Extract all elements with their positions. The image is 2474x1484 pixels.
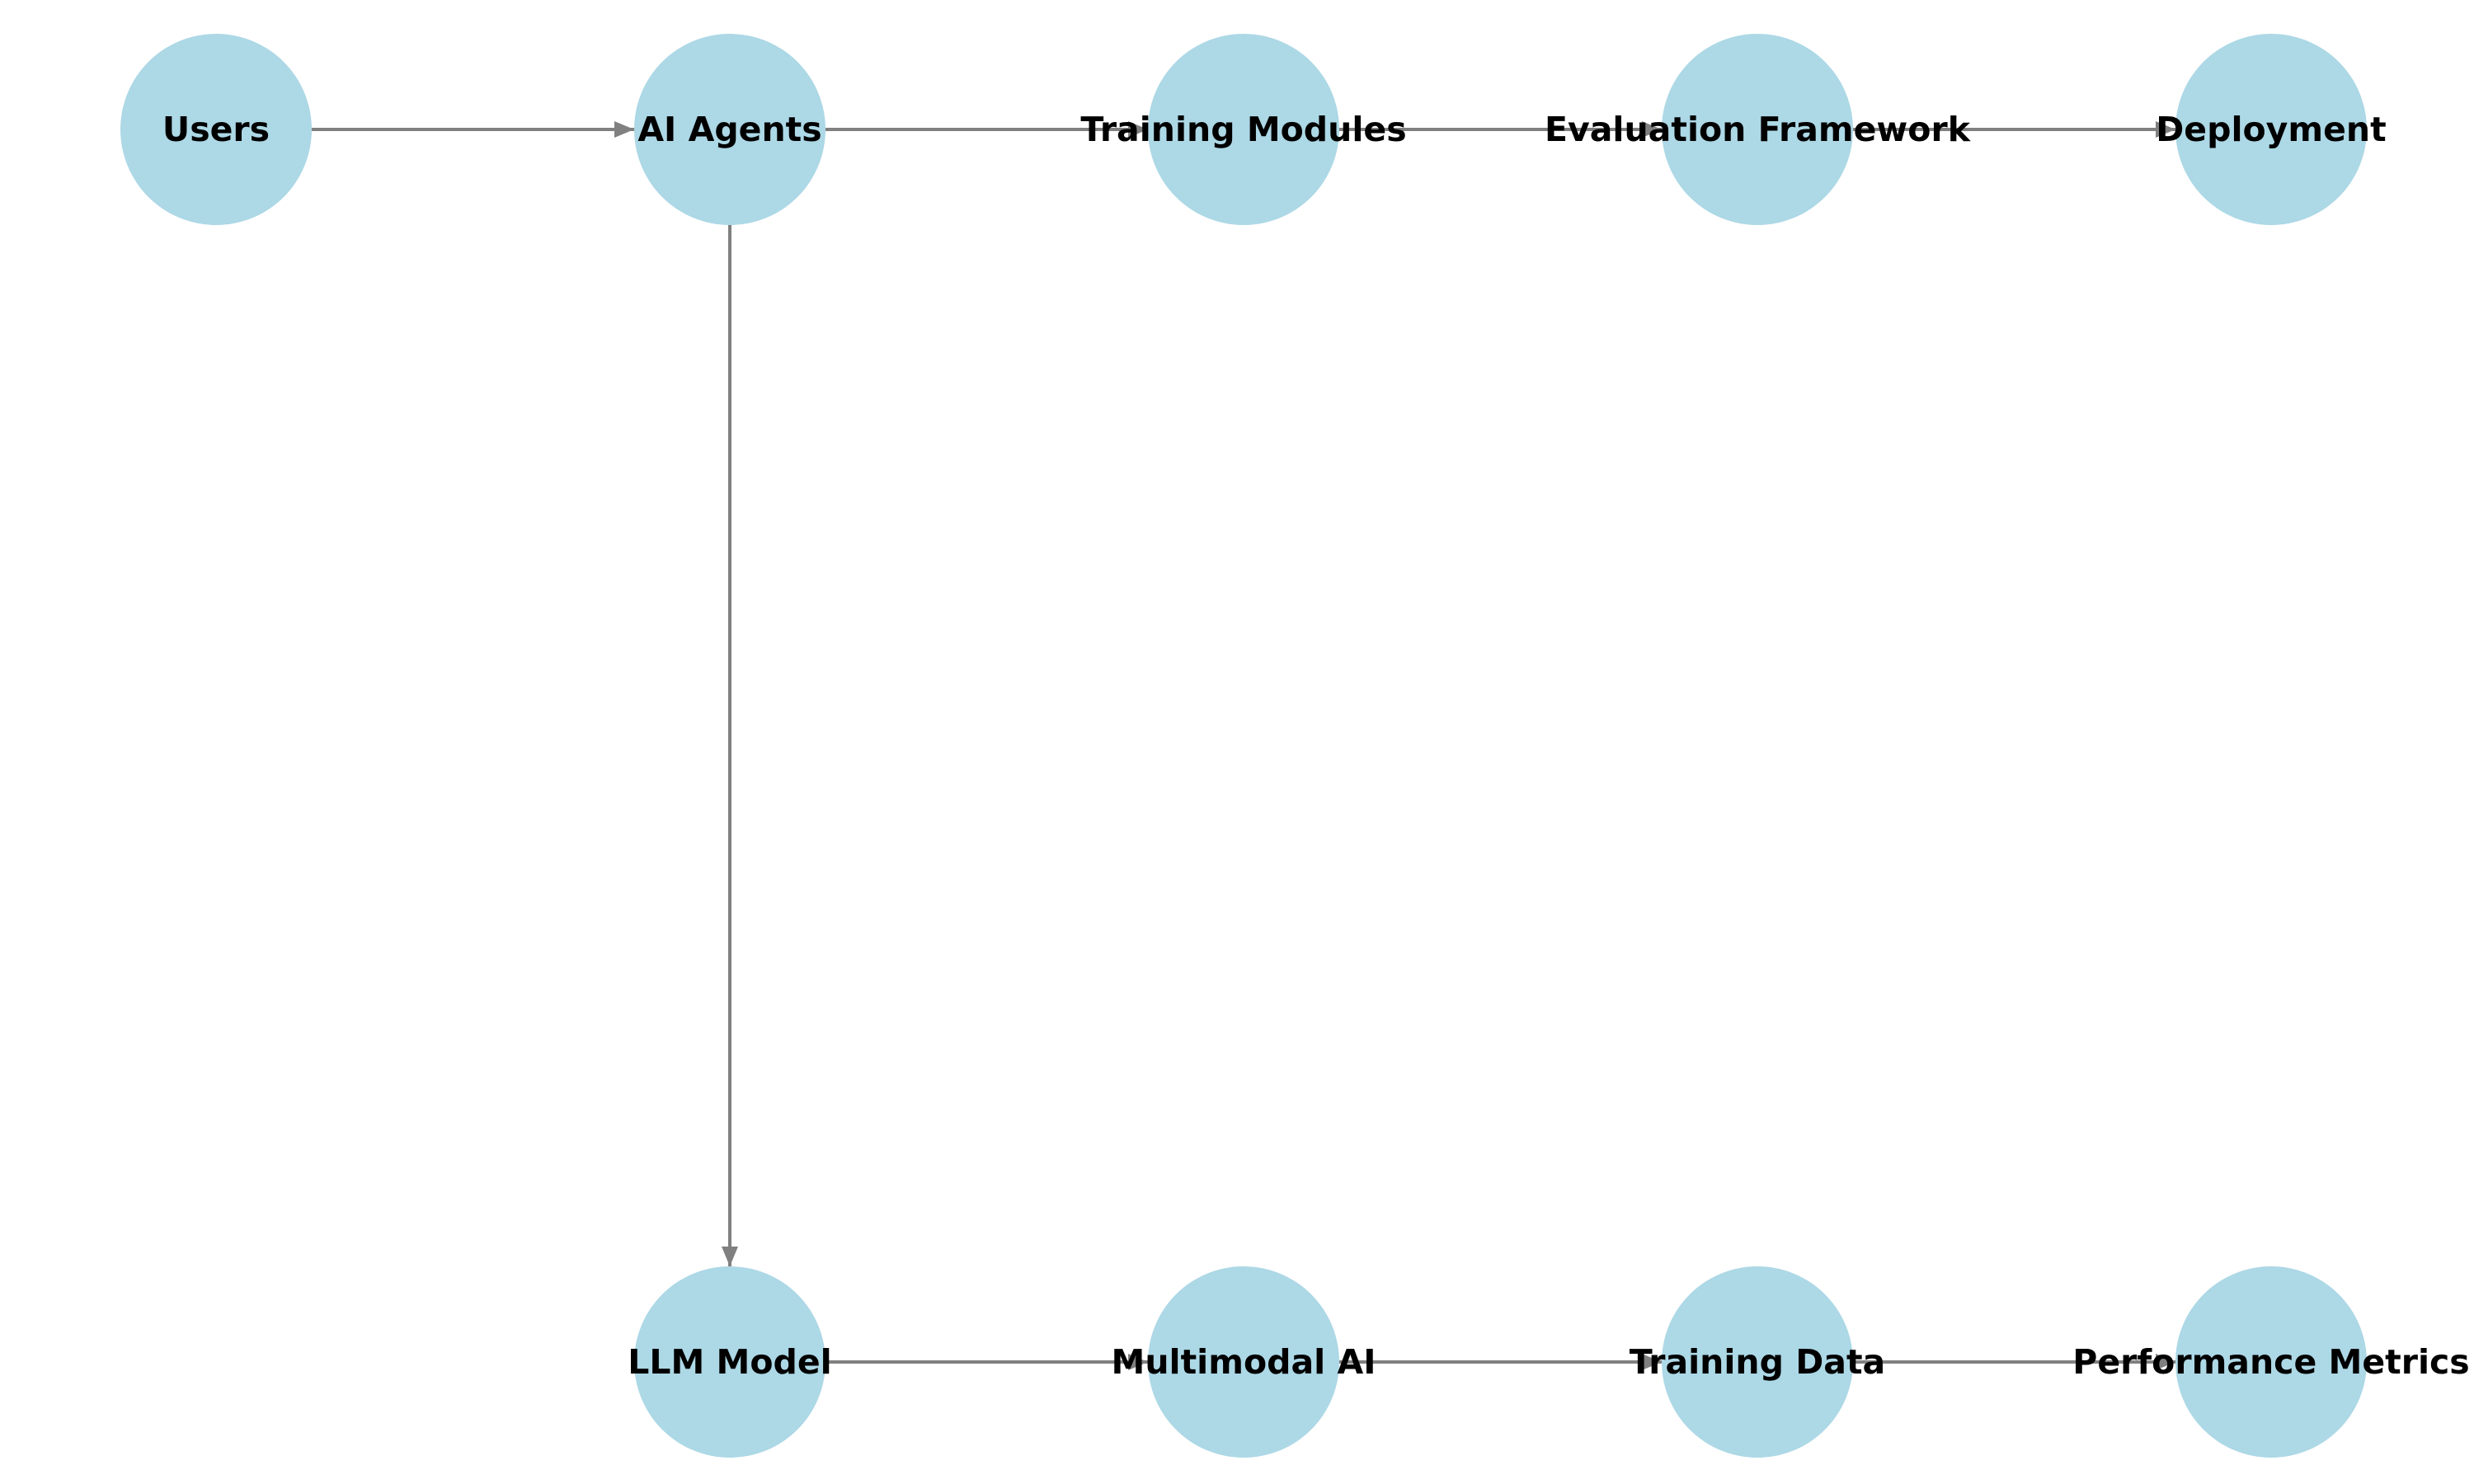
node-ai-agents: AI Agents [634,34,825,225]
node-label: Multimodal AI [1112,1342,1376,1382]
node-circle [1662,1266,1853,1458]
edge-training-data-to-performance-metrics [1853,1354,2175,1370]
node-label: Training Modules [1080,110,1406,149]
node-label: LLM Model [628,1342,832,1382]
node-multimodal-ai: Multimodal AI [1112,1266,1376,1458]
node-label: Performance Metrics [2072,1342,2469,1382]
arrow-head-icon [2156,1354,2175,1370]
node-evaluation-framework: Evaluation Framework [1545,34,1972,225]
nodes-layer: Users AI Agents Training Modules Evaluation… [120,34,2470,1458]
node-label: Training Data [1630,1342,1885,1382]
arrow-head-icon [1128,1354,1148,1370]
edge-ai-agents-to-llm-model [722,225,738,1266]
edges-layer [312,121,2175,1370]
edge-multimodal-ai-to-training-data [1339,1354,1662,1370]
node-circle [120,34,312,225]
node-deployment: Deployment [2156,34,2387,225]
edge-llm-model-to-multimodal-ai [825,1354,1148,1370]
edge-training-modules-to-evaluation-framework [1339,121,1662,138]
node-circle [2175,1266,2367,1458]
arrow-head-icon [1128,121,1148,138]
edge-evaluation-framework-to-deployment [1853,121,2175,138]
arrow-head-icon [2156,121,2175,138]
node-label: AI Agents [637,110,821,149]
node-circle [2175,34,2367,225]
node-label: Evaluation Framework [1545,110,1972,149]
node-training-data: Training Data [1630,1266,1885,1458]
node-circle [1148,34,1339,225]
node-circle [634,1266,825,1458]
edge-ai-agents-to-training-modules [825,121,1148,138]
node-label: Users [162,110,270,149]
node-label: Deployment [2156,110,2386,149]
arrow-head-icon [1642,121,1662,138]
node-circle [634,34,825,225]
node-circle [1662,34,1853,225]
arrow-head-icon [614,121,634,138]
node-performance-metrics: Performance Metrics [2072,1266,2470,1458]
node-users: Users [120,34,312,225]
node-training-modules: Training Modules [1080,34,1407,225]
edge-users-to-ai-agents [312,121,634,138]
node-circle [1148,1266,1339,1458]
arrow-head-icon [722,1247,738,1266]
node-llm-model: LLM Model [628,1266,832,1458]
arrow-head-icon [1642,1354,1662,1370]
